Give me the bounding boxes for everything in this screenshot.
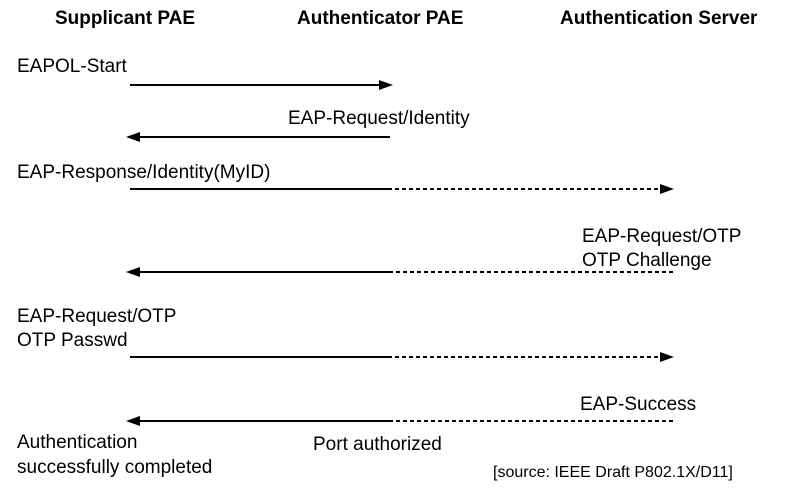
- arrow-eap-response-otp-passwd: [130, 352, 674, 362]
- message-label-eap-response-identity: EAP-Response/Identity(MyID): [17, 162, 271, 183]
- completion-note-line: Authentication: [17, 432, 138, 453]
- message-label-eap-request-identity: EAP-Request/Identity: [288, 108, 470, 129]
- arrow-eap-request-identity: [126, 132, 390, 142]
- arrow-eap-success: [126, 416, 673, 426]
- message-label-eap-request-otp-challenge: EAP-Request/OTP OTP Challenge: [582, 225, 741, 273]
- arrow-eap-request-otp-challenge: [126, 267, 673, 277]
- column-header-authenticator-pae: Authenticator PAE: [297, 8, 464, 29]
- source-citation: [source: IEEE Draft P802.1X/D11]: [493, 464, 733, 481]
- arrow-eap-response-identity: [130, 184, 674, 194]
- message-line: OTP Challenge: [582, 250, 712, 271]
- completion-note-line: successfully completed: [17, 457, 213, 478]
- column-header-supplicant-pae: Supplicant PAE: [55, 8, 196, 29]
- completion-note: Authentication successfully completed: [17, 430, 212, 480]
- message-label-eap-success: EAP-Success: [580, 394, 697, 415]
- arrow-eapol-start: [130, 80, 393, 90]
- message-line: EAP-Request/OTP: [17, 306, 177, 327]
- message-line: EAP-Request/OTP: [582, 226, 742, 247]
- message-label-eapol-start: EAPOL-Start: [17, 56, 127, 77]
- port-authorized-note: Port authorized: [313, 434, 442, 455]
- message-line: OTP Passwd: [17, 330, 128, 351]
- message-label-eap-response-otp-passwd: EAP-Request/OTP OTP Passwd: [17, 305, 176, 353]
- column-header-authentication-server: Authentication Server: [560, 8, 758, 29]
